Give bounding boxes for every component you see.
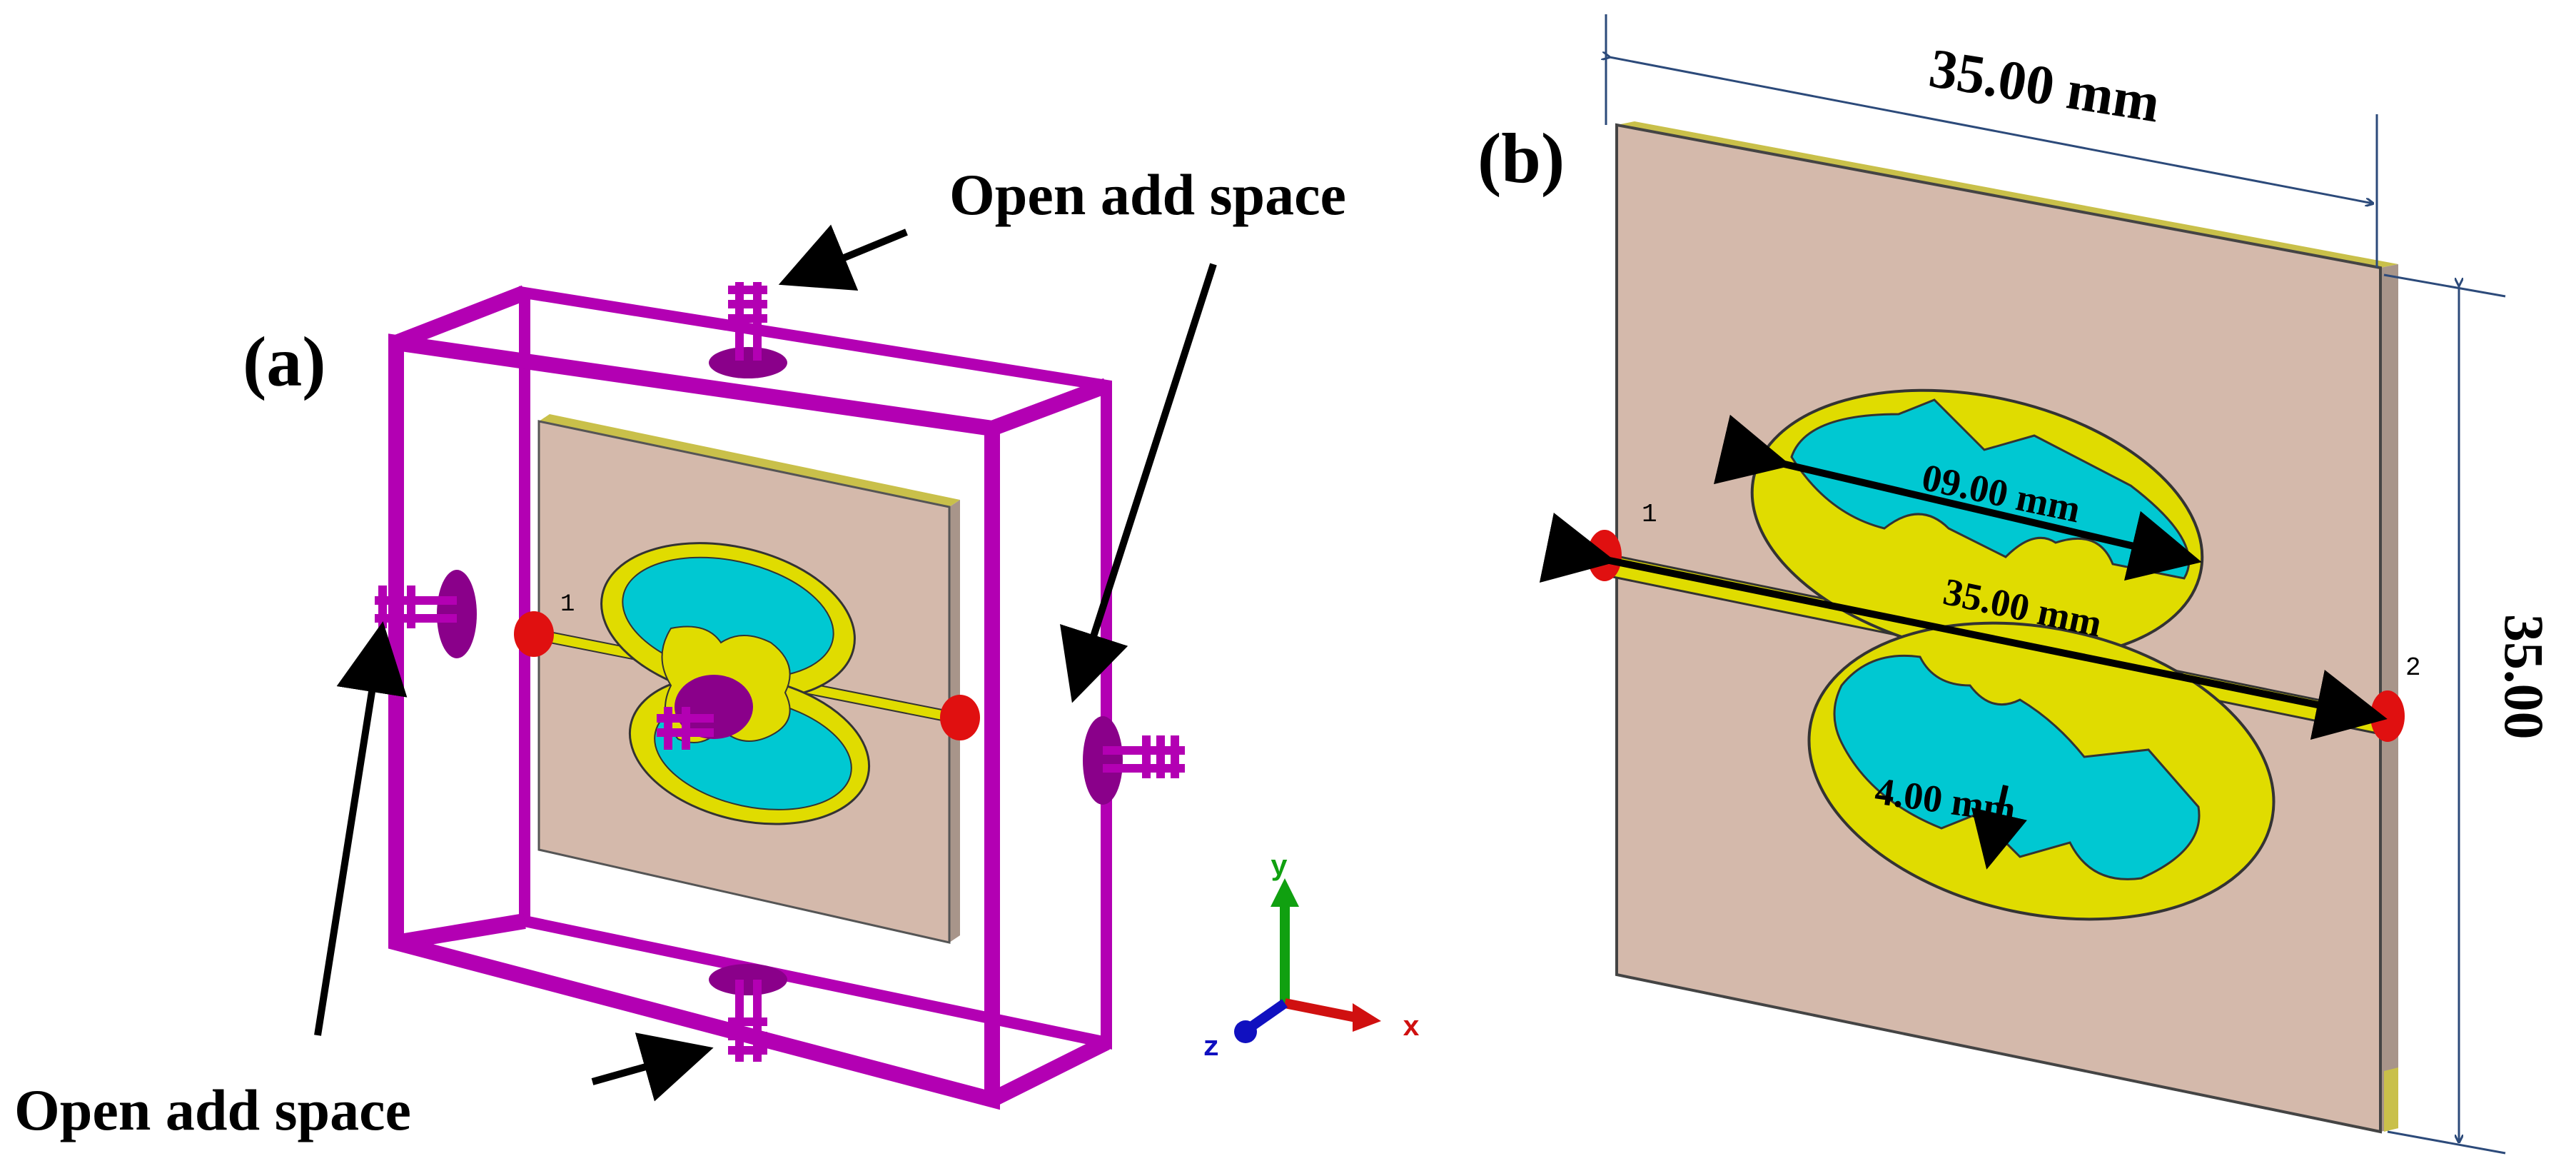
axis-x-arrow	[1353, 1003, 1381, 1032]
port-1-marker-b	[1587, 530, 1622, 581]
dim-height-text: 35.00	[2493, 614, 2555, 740]
axis-x-label: x	[1403, 1012, 1420, 1045]
axis-z-line	[1246, 999, 1288, 1032]
annotation-open-add-space-top: Open add space	[949, 162, 1346, 227]
port-2-label-b: 2	[2405, 653, 2421, 683]
dim-line-arrow	[1539, 513, 2388, 740]
annotation-open-add-space-bottom: Open add space	[14, 1077, 411, 1142]
arrow-to-bottom-port	[591, 1032, 714, 1102]
panel-a-label: (a)	[243, 322, 326, 401]
substrate-top-edge	[539, 414, 960, 507]
open-space-port-right	[1083, 716, 1185, 805]
port-1-label-b: 1	[1642, 500, 1657, 529]
frame-front	[388, 333, 1000, 1110]
panel-b: (b) 1 2 09.00 mm 35.00 mm 4.00 mm	[1478, 14, 2555, 1155]
axis-z-label: z	[1203, 1032, 1220, 1065]
open-space-port-top	[709, 282, 787, 378]
open-space-port-left	[375, 570, 477, 658]
arrow-to-top-port	[778, 224, 908, 291]
dim-height-ext-bottom	[2387, 1130, 2506, 1155]
dim-width-b	[1606, 14, 2378, 268]
coordinate-axes: y x z	[1203, 852, 1420, 1065]
dim-height-ext-top	[2383, 273, 2506, 298]
arrow-to-right-port	[1060, 263, 1217, 703]
frame-edge-tr	[989, 378, 1109, 436]
dim-ring-arrow	[1971, 785, 2027, 870]
dim-width-text: 35.00 mm	[1925, 36, 2164, 134]
dim-height-b	[2383, 273, 2506, 1155]
antenna-board-a: 1	[514, 414, 980, 944]
dim-width-line	[1610, 57, 2373, 203]
arrow-to-left-port	[314, 621, 408, 1036]
port-1-label: 1	[560, 591, 575, 618]
frame-edge-bl	[395, 913, 526, 950]
frame-edge-tl	[393, 285, 527, 351]
open-space-port-back	[657, 675, 753, 750]
radiation-box-frame	[393, 285, 1112, 1107]
axis-y-label: y	[1271, 852, 1288, 884]
substrate-side-copper	[2384, 1067, 2398, 1132]
axis-y-arrow	[1271, 878, 1299, 907]
open-space-port-bottom	[709, 964, 787, 1062]
axis-z-dot	[1234, 1020, 1257, 1043]
port-1-marker	[514, 611, 554, 657]
axis-x-line	[1283, 998, 1358, 1022]
frame-edge-br	[989, 1035, 1110, 1107]
panel-b-label: (b)	[1478, 119, 1565, 198]
panel-a: (a) 1	[14, 162, 1420, 1142]
port-2-marker	[940, 695, 980, 740]
